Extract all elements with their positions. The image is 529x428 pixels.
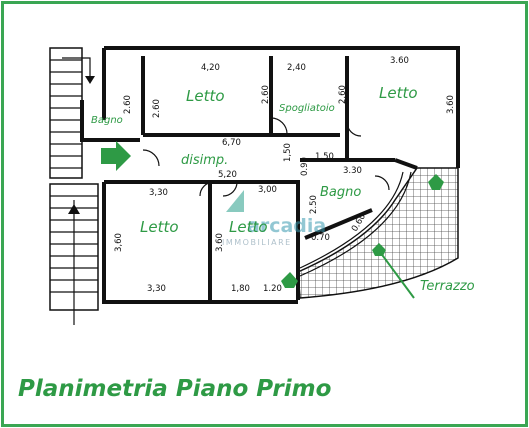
dim-520: 5,20: [218, 170, 237, 180]
walls: [80, 46, 460, 304]
dim-070: 0.70: [311, 233, 330, 243]
dim-150-v: 1,50: [283, 143, 293, 162]
dim-250: 2.50: [309, 195, 319, 214]
dim-360-l: 3,60: [114, 233, 124, 252]
watermark: arcadia IMMOBILIARE: [222, 190, 326, 247]
terrace-pointer-2-icon: [281, 272, 298, 288]
watermark-sub: IMMOBILIARE: [222, 238, 292, 247]
terrace-rail-2: [299, 171, 412, 277]
dim-330-bagno: 3.30: [343, 166, 362, 176]
room-letto-3: Letto: [140, 218, 179, 236]
dim-260-c: 2.60: [338, 85, 348, 104]
dim-360-top: 3.60: [390, 56, 409, 66]
dim-260-bagno: 2.60: [123, 95, 133, 114]
plan-title: Planimetria Piano Primo: [18, 376, 331, 402]
dim-360-m: 3.60: [215, 233, 225, 252]
room-letto-1: Letto: [186, 87, 225, 105]
entrance-arrow-icon: [101, 141, 131, 171]
terrace-inner-rail: [299, 171, 404, 269]
dim-240: 2,40: [287, 63, 306, 73]
dim-670: 6,70: [222, 138, 241, 148]
room-terrazzo: Terrazzo: [420, 279, 475, 294]
dim-090: 0.90: [300, 157, 310, 176]
dim-360-right: 3.60: [446, 95, 456, 114]
watermark-brand: arcadia: [247, 215, 326, 237]
room-bagno-1: Bagno: [91, 115, 123, 126]
dim-060: 0.60: [350, 212, 368, 233]
room-bagno-2: Bagno: [320, 185, 361, 200]
dim-330-bottom: 3,30: [147, 284, 166, 294]
dim-300: 3,00: [258, 185, 277, 195]
dim-150-h: 1.50: [315, 152, 334, 162]
room-spogliatoio: Spogliatoio: [279, 103, 335, 114]
dim-120: 1.20: [263, 284, 282, 294]
dim-330-a: 3,30: [149, 188, 168, 198]
dim-260-a: 2.60: [152, 99, 162, 118]
dim-420: 4,20: [201, 63, 220, 73]
terrace-area: [297, 167, 459, 299]
room-disimpegno: disimp.: [181, 153, 228, 168]
dim-260-b: 2.60: [261, 85, 271, 104]
terrace-pointer-icon: [428, 174, 444, 190]
room-letto-4: Letto: [229, 218, 268, 236]
dim-180: 1,80: [231, 284, 250, 294]
staircase: [49, 47, 99, 325]
room-letto-2: Letto: [379, 84, 418, 102]
terrace-pointer-3-icon: [372, 243, 386, 256]
terrace-leader: [379, 251, 415, 299]
